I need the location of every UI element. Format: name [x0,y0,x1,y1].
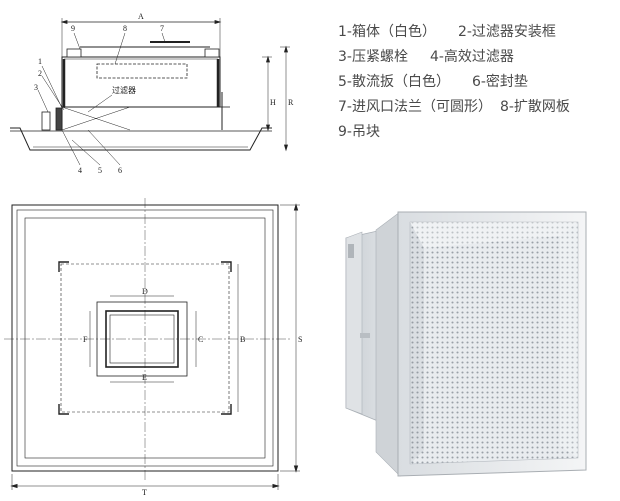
legend-row: 1-箱体（白色） 2-过滤器安装框 [338,20,618,45]
dim-label-e: E [142,373,147,382]
dim-label-b: B [240,335,245,344]
callout-1: 1 [38,57,42,66]
callout-5: 5 [98,166,102,175]
legend-row: 9-吊块 [338,120,618,145]
callout-4: 4 [78,166,82,175]
legend-item-1: 1-箱体（白色） [338,24,436,40]
dim-label-f: F [83,335,88,344]
dim-label-c: C [198,335,203,344]
legend-item-6: 6-密封垫 [471,74,528,90]
dim-label-r: R [288,98,294,107]
legend-row: 7-进风口法兰（可圆形） 8-扩散网板 [338,95,618,120]
callout-9: 9 [71,24,75,33]
callout-2: 2 [38,69,42,78]
callout-3: 3 [34,83,38,92]
legend-item-3: 3-压紧螺栓 [338,49,408,65]
dim-label-d: D [142,287,148,296]
hepa-diffuser-photo [345,211,587,477]
legend-item-7: 7-进风口法兰（可圆形） [338,99,492,115]
parts-legend: 1-箱体（白色） 2-过滤器安装框 3-压紧螺栓 4-高效过滤器 5-散流扳（白色）… [338,20,618,145]
legend-item-9: 9-吊块 [338,124,380,140]
legend-row: 3-压紧螺栓 4-高效过滤器 [338,45,618,70]
dim-label-a: A [138,12,144,21]
legend-item-2: 2-过滤器安装框 [457,24,556,40]
plan-view [4,198,300,490]
dim-label-s: S [298,335,302,344]
dim-label-h: H [270,98,276,107]
callout-7: 7 [160,24,164,33]
legend-item-8: 8-扩散网板 [499,99,570,115]
callout-8: 8 [123,24,127,33]
legend-item-5: 5-散流扳（白色） [338,74,450,90]
legend-row: 5-散流扳（白色） 6-密封垫 [338,70,618,95]
legend-item-4: 4-高效过滤器 [429,49,514,65]
side-section-view [10,18,290,166]
filter-label: 过滤器 [112,85,136,95]
callout-6: 6 [118,166,122,175]
dim-label-t: T [142,488,147,497]
